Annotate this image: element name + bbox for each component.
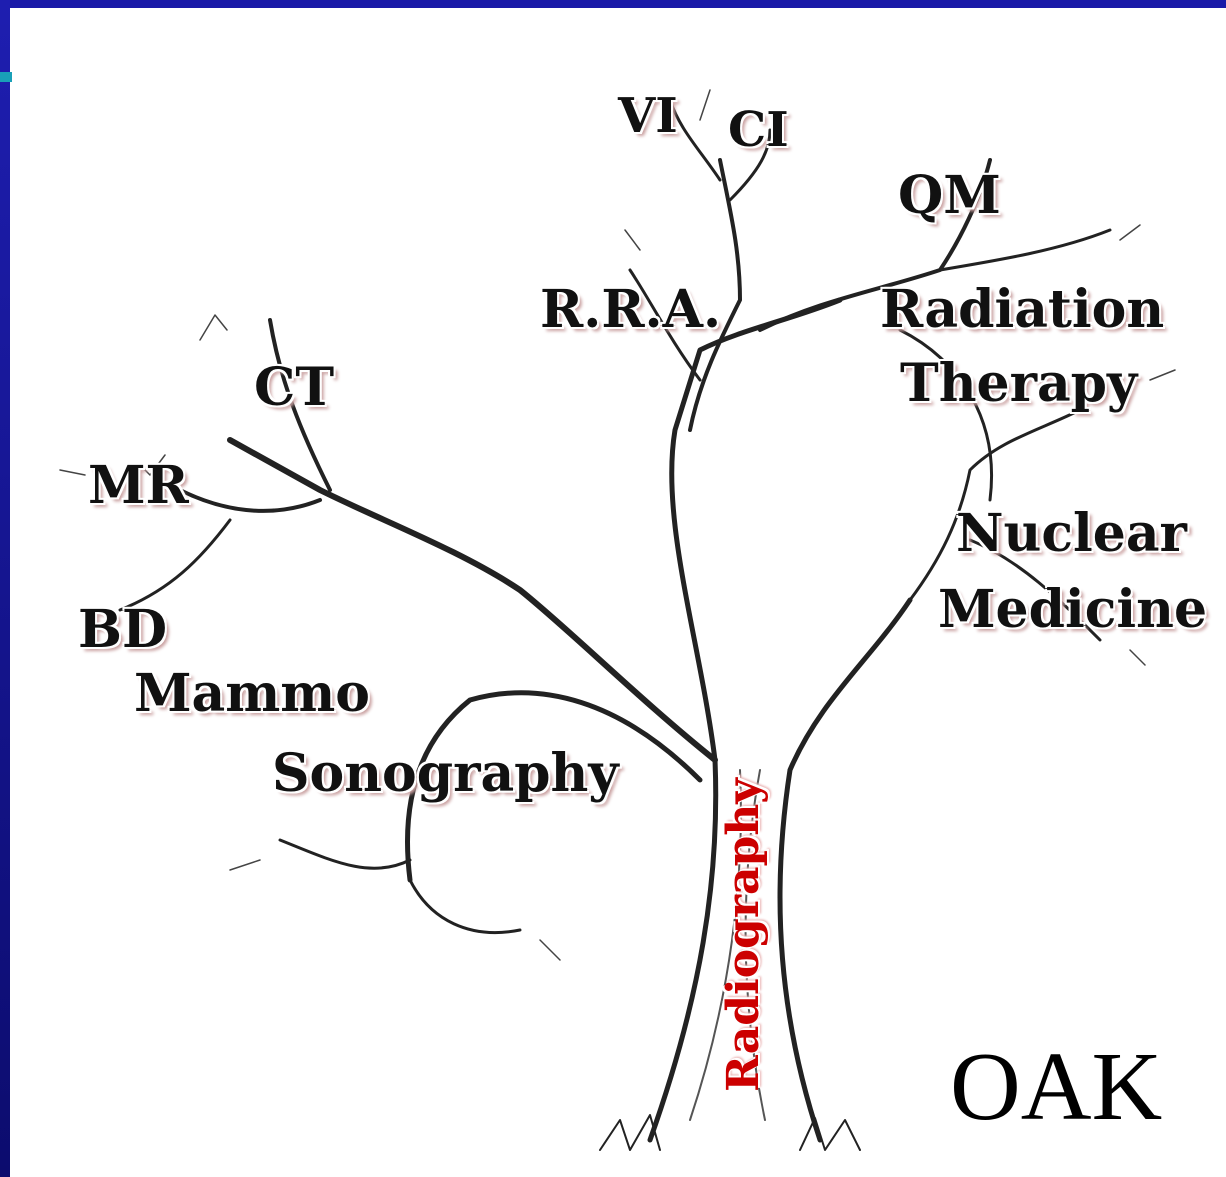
label-ct: CT: [254, 362, 334, 414]
label-radiography: Radiography: [722, 778, 766, 1092]
label-vi: VI: [618, 92, 678, 140]
branch-left-bd: [120, 520, 230, 610]
label-mammo: Mammo: [134, 668, 370, 720]
branch-left-mr: [180, 490, 320, 511]
label-bd: BD: [78, 604, 167, 656]
branch-lower-twigs: [280, 840, 520, 933]
label-ci: CI: [728, 106, 789, 154]
label-qm: QM: [898, 170, 1001, 222]
label-medicine: Medicine: [938, 584, 1207, 636]
label-therapy: Therapy: [900, 358, 1137, 410]
label-oak: OAK: [950, 1038, 1162, 1136]
label-nuclear: Nuclear: [956, 508, 1187, 560]
label-rra: R.R.A.: [540, 284, 721, 336]
label-mr: MR: [88, 460, 189, 512]
ground-grass: [600, 1115, 860, 1150]
label-radiation: Radiation: [880, 284, 1164, 336]
label-sonography: Sonography: [272, 748, 619, 800]
